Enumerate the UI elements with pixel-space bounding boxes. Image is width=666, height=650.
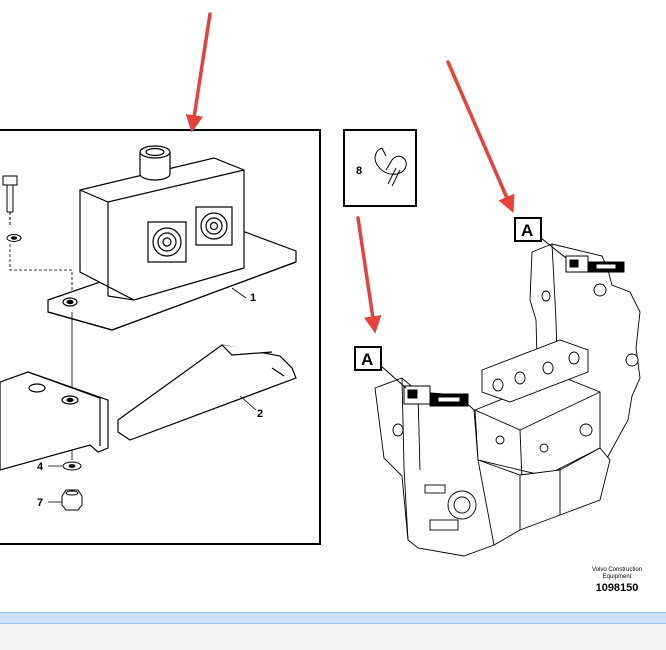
frame-box-lower — [403, 385, 469, 407]
credit-division: Equipment — [602, 574, 632, 580]
bottom-strip — [0, 624, 666, 650]
junction-box — [79, 145, 245, 301]
drawing-number: 1098150 — [595, 582, 639, 594]
nut-icon — [61, 489, 83, 511]
part-label-4: 4 — [37, 461, 44, 473]
credit-company: Volvo Construction — [591, 567, 643, 573]
view-callout-a-upper: A — [514, 217, 567, 259]
svg-text:A: A — [361, 350, 373, 369]
drawing-credit: Volvo Construction Equipment 1098150 — [572, 567, 662, 595]
part-label-8: 8 — [356, 165, 362, 177]
frame-box-upper — [565, 255, 625, 273]
annotation-arrows — [185, 12, 515, 334]
part-label-7: 7 — [37, 497, 43, 509]
bolt-icon — [2, 175, 22, 242]
selection-highlight-bar — [0, 612, 666, 624]
red-arrow-left — [185, 12, 212, 133]
cable-tie-icon — [374, 147, 407, 187]
svg-text:A: A — [521, 221, 533, 240]
washer-icon — [62, 461, 82, 471]
bracket-plate — [117, 344, 297, 441]
parts-diagram: 1 2 4 7 8 — [0, 12, 641, 557]
cable-tie-frame: 8 — [343, 129, 417, 207]
machine-frame — [374, 243, 641, 557]
bolt-leader-line — [9, 244, 73, 292]
view-callout-a-lower: A — [354, 346, 407, 389]
angle-bracket — [0, 371, 109, 471]
part-label-2: 2 — [257, 408, 263, 420]
red-arrow-center — [356, 216, 382, 334]
red-arrow-right — [446, 60, 515, 214]
detail-frame — [0, 129, 321, 545]
part-label-1: 1 — [250, 292, 256, 304]
